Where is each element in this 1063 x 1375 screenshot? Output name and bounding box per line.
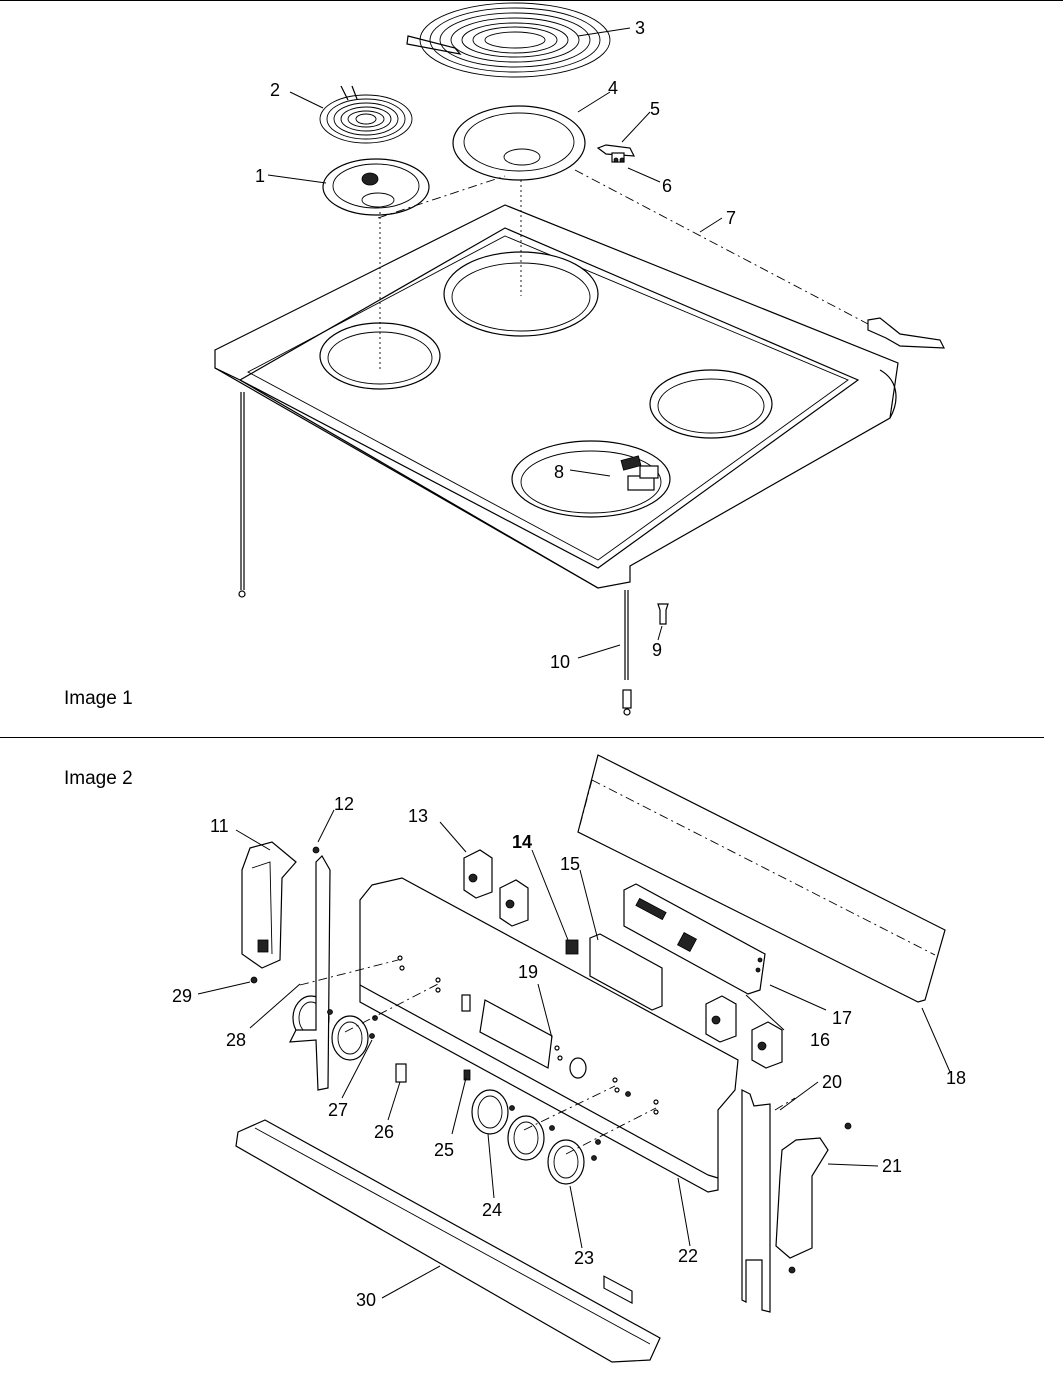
callout-29: 29: [172, 986, 192, 1006]
callout-7: 7: [726, 208, 736, 228]
panel-1-caption: Image 1: [64, 688, 133, 709]
callout-4: 4: [608, 78, 618, 98]
callout-20: 20: [822, 1072, 842, 1092]
top-border: [0, 0, 1063, 1]
small-drip-bowl: [322, 158, 430, 216]
callout-leaders-image-2: [197, 809, 951, 1299]
backguard-panel: [577, 754, 946, 1003]
callout-28: 28: [226, 1030, 246, 1050]
callout-25: 25: [434, 1140, 454, 1160]
large-drip-bowl: [452, 105, 586, 181]
callout-22: 22: [678, 1246, 698, 1266]
callout-15: 15: [560, 854, 580, 874]
callout-30: 30: [356, 1290, 376, 1310]
infinite-switches: [463, 849, 783, 1069]
callout-21: 21: [882, 1156, 902, 1176]
callout-23: 23: [574, 1248, 594, 1268]
end-caps: [241, 841, 852, 1274]
callout-2: 2: [270, 80, 280, 100]
callout-8: 8: [554, 462, 564, 482]
callout-27: 27: [328, 1100, 348, 1120]
callout-26: 26: [374, 1122, 394, 1142]
electronic-control: [565, 883, 766, 1304]
callout-1: 1: [255, 166, 265, 186]
callout-6: 6: [662, 176, 672, 196]
callout-13: 13: [408, 806, 428, 826]
side-brackets: [288, 855, 771, 1313]
control-console: [359, 877, 739, 1193]
screws: [327, 1009, 631, 1161]
hinge-and-clip: [596, 144, 636, 163]
callout-16: 16: [810, 1030, 830, 1050]
callout-numbers: 1 2 3 4 5 6 7 8 9 10 11 12 13 14 15 16 1…: [172, 18, 966, 1310]
large-surface-element: [406, 2, 611, 78]
callout-19: 19: [518, 962, 538, 982]
callout-10: 10: [550, 652, 570, 672]
panel-divider: [0, 737, 1044, 738]
callout-11: 11: [210, 816, 229, 836]
callout-18: 18: [946, 1068, 966, 1088]
callout-24: 24: [482, 1200, 502, 1220]
cooktop-assembly: [214, 204, 945, 716]
callout-14: 14: [512, 832, 532, 852]
small-surface-element: [319, 85, 413, 144]
callout-leaders-image-1: [267, 27, 723, 659]
callout-17: 17: [832, 1008, 852, 1028]
retainer-clip: [463, 1069, 471, 1081]
callout-3: 3: [635, 18, 645, 38]
callout-5: 5: [650, 99, 660, 119]
oven-light-switch: [395, 1063, 407, 1083]
lower-trim-strip: [235, 1119, 661, 1363]
callout-12: 12: [334, 794, 354, 814]
panel-2-caption: Image 2: [64, 768, 133, 789]
callout-9: 9: [652, 640, 662, 660]
